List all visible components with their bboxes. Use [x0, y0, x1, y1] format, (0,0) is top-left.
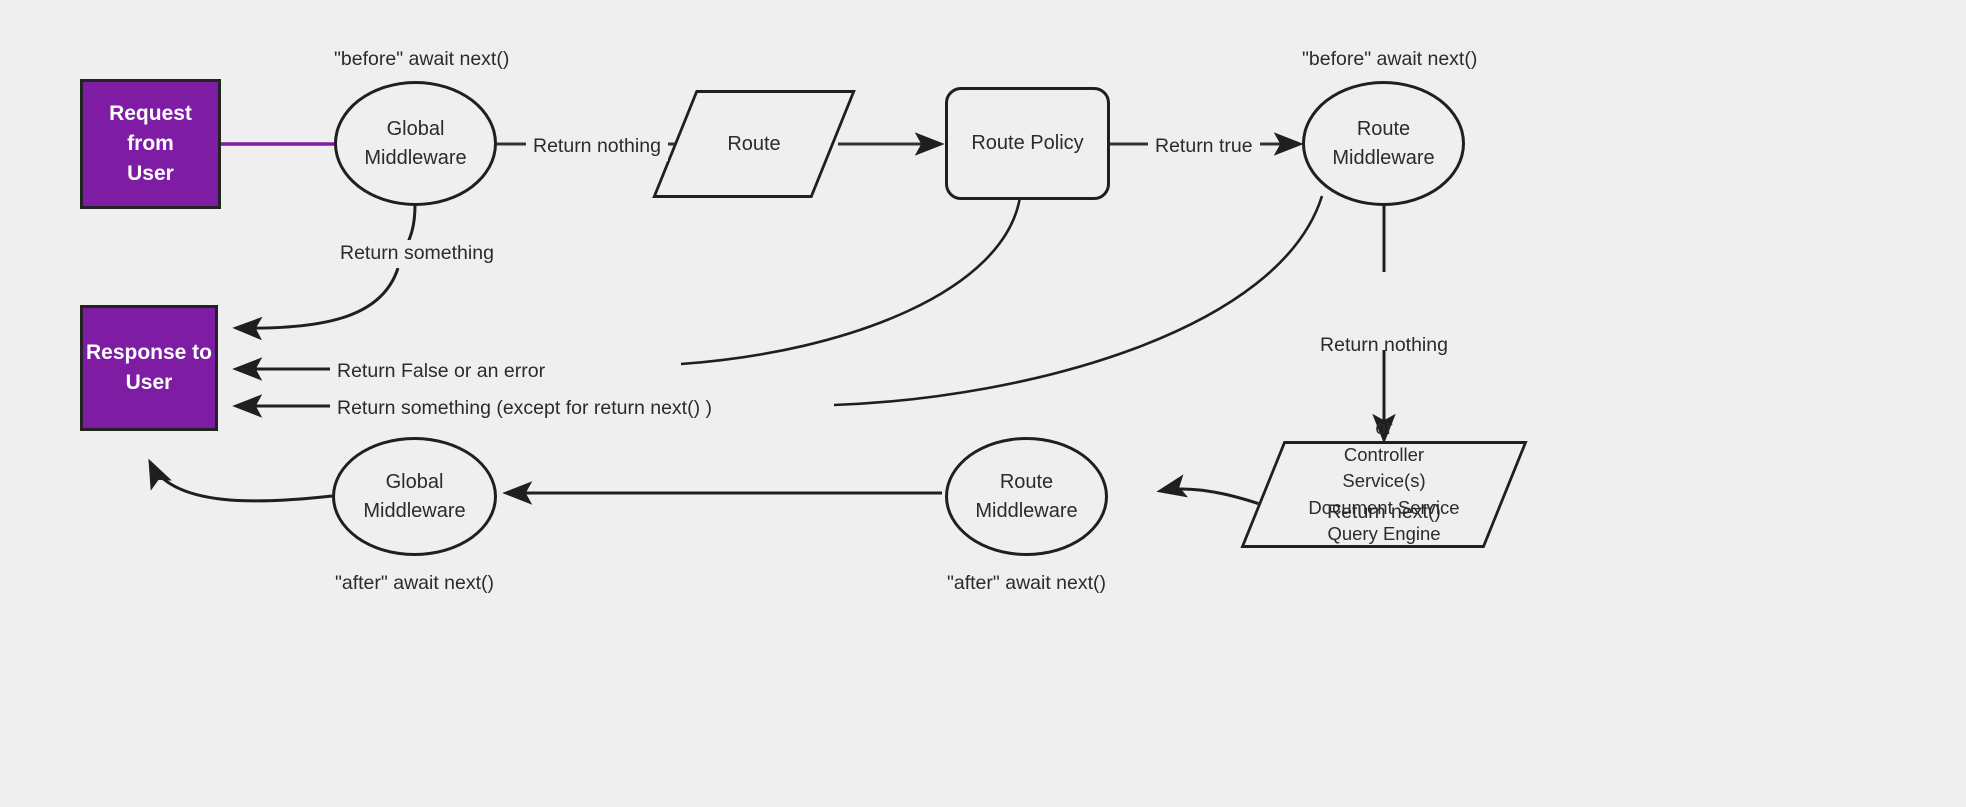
node-global-middleware-bottom[interactable]: Global Middleware	[332, 437, 497, 556]
node-route-middleware-bottom[interactable]: Route Middleware	[945, 437, 1108, 556]
edge-label-return-true: Return true	[1148, 133, 1260, 161]
node-controller-line-3: Document Service	[1308, 496, 1460, 518]
edge-label-return-something: Return something	[333, 240, 501, 268]
node-response-to-user[interactable]: Response to User	[80, 305, 218, 431]
node-request-from-user[interactable]: Request from User	[80, 79, 221, 209]
node-controller-line-4: Query Engine	[1327, 522, 1441, 544]
node-response-to-user-line2: User	[125, 371, 173, 394]
node-global-middleware-top-line2: Middleware	[364, 146, 467, 169]
node-global-middleware-bottom-line1: Global	[385, 470, 444, 493]
annotation-before-await-next-route: "before" await next()	[1302, 48, 1478, 70]
node-controller-services[interactable]: Controller Service(s) Document Service Q…	[1240, 441, 1528, 548]
node-request-from-user-line2: User	[127, 161, 174, 185]
edge-label-return-nothing-or-next-line3: Return next()	[1327, 500, 1441, 523]
node-route-middleware-bottom-line2: Middleware	[975, 499, 1078, 522]
edge-label-return-false-or-error: Return False or an error	[330, 358, 553, 386]
node-controller-line-1: Controller	[1343, 443, 1425, 465]
node-controller-line-2: Service(s)	[1342, 470, 1426, 492]
edge-route-policy-to-response-curve	[680, 196, 1022, 366]
annotation-after-await-next-route: "after" await next()	[946, 572, 1107, 594]
node-global-middleware-bottom-line2: Middleware	[363, 499, 466, 522]
node-global-middleware-top-line1: Global	[386, 117, 445, 140]
node-route-policy[interactable]: Route Policy	[945, 87, 1110, 200]
edge-return-something-to-response	[232, 267, 400, 341]
edge-label-return-nothing-or-next-line2: or	[1375, 417, 1393, 440]
node-response-to-user-line1: Response to	[85, 341, 213, 365]
node-request-from-user-line1: Request from	[109, 102, 192, 156]
edge-label-return-something-except-next: Return something (except for return next…	[330, 395, 719, 423]
edge-route-middleware-to-response-curve	[833, 195, 1324, 407]
node-controller-services-labels: Controller Service(s) Document Service Q…	[1308, 442, 1459, 547]
edge-label-return-nothing-or-next-line1: Return nothing	[1320, 334, 1448, 357]
node-route-middleware-bottom-line1: Route	[999, 470, 1054, 493]
node-route-middleware-top[interactable]: Route Middleware	[1302, 81, 1465, 206]
annotation-after-await-next-global: "after" await next()	[334, 572, 495, 594]
edge-label-return-nothing: Return nothing	[526, 133, 668, 161]
node-route-middleware-top-line2: Middleware	[1332, 146, 1435, 169]
node-route-label: Route	[727, 132, 781, 155]
node-route[interactable]: Route	[652, 90, 856, 198]
edge-label-return-nothing-or-next: Return nothing or Return next()	[1284, 277, 1484, 582]
node-route-middleware-top-line1: Route	[1356, 117, 1411, 140]
node-global-middleware-top[interactable]: Global Middleware	[334, 81, 497, 206]
edge-global-middleware-bottom-to-response	[148, 458, 333, 503]
node-route-policy-label: Route Policy	[971, 132, 1084, 154]
annotation-before-await-next-global: "before" await next()	[334, 48, 510, 70]
